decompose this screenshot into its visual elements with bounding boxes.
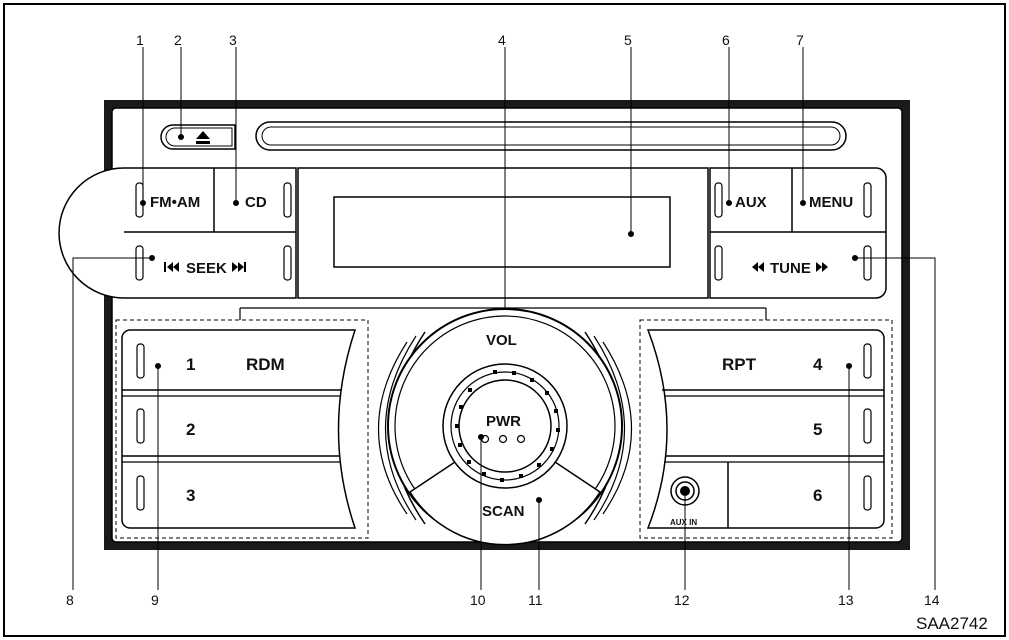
preset-6-label: 6 (813, 486, 822, 505)
figure-code: SAA2742 (916, 614, 988, 633)
callout-3: 3 (229, 32, 237, 48)
fm-am-label: FM•AM (150, 194, 200, 211)
figure-border (3, 3, 1006, 637)
pwr-label: PWR (486, 413, 521, 430)
cd-slot (255, 121, 847, 151)
leader-lines (72, 47, 936, 590)
preset-2-label: 2 (186, 420, 195, 439)
callout-5: 5 (624, 32, 632, 48)
callout-7: 7 (796, 32, 804, 48)
callout-2: 2 (174, 32, 182, 48)
preset-1-label: 1 (186, 355, 195, 374)
volume-scale-ticks (455, 370, 560, 482)
left-preset-cluster (121, 329, 357, 529)
callout-9: 9 (151, 592, 159, 608)
power-knob-inner-ring (450, 371, 560, 481)
cd-slot-inner (261, 126, 841, 146)
seek-label: SEEK (186, 260, 227, 277)
aux-label: AUX (735, 194, 767, 211)
tune-label: TUNE (770, 260, 811, 277)
callout-12: 12 (674, 592, 690, 608)
skip-back-icon (164, 262, 179, 272)
fast-forward-icon (816, 262, 828, 272)
callout-10: 10 (470, 592, 486, 608)
callout-8: 8 (66, 592, 74, 608)
rewind-icon (752, 262, 764, 272)
upper-right-cluster (709, 167, 887, 299)
upper-left-cluster (58, 167, 297, 299)
callout-14: 14 (924, 592, 940, 608)
preset-4-label: 4 (813, 355, 823, 374)
menu-label: MENU (809, 194, 853, 211)
aux-in-label: AUX IN (670, 518, 697, 527)
vol-label: VOL (486, 332, 517, 349)
callout-13: 13 (838, 592, 854, 608)
indicator-dots (480, 434, 526, 444)
scan-label: SCAN (482, 503, 525, 520)
preset-5-label: 5 (813, 420, 822, 439)
cd-label: CD (245, 194, 267, 211)
eject-icon (196, 131, 210, 144)
callout-11: 11 (528, 592, 543, 608)
rdm-label: RDM (246, 355, 285, 374)
callout-6: 6 (722, 32, 730, 48)
display-screen (333, 196, 671, 268)
rpt-label: RPT (722, 355, 757, 374)
right-preset-group (639, 319, 893, 539)
callout-1: 1 (136, 32, 144, 48)
eject-button[interactable] (160, 124, 236, 150)
skip-forward-icon (232, 262, 246, 272)
left-preset-group (115, 319, 369, 539)
preset-3-label: 3 (186, 486, 195, 505)
callout-4: 4 (498, 32, 506, 48)
